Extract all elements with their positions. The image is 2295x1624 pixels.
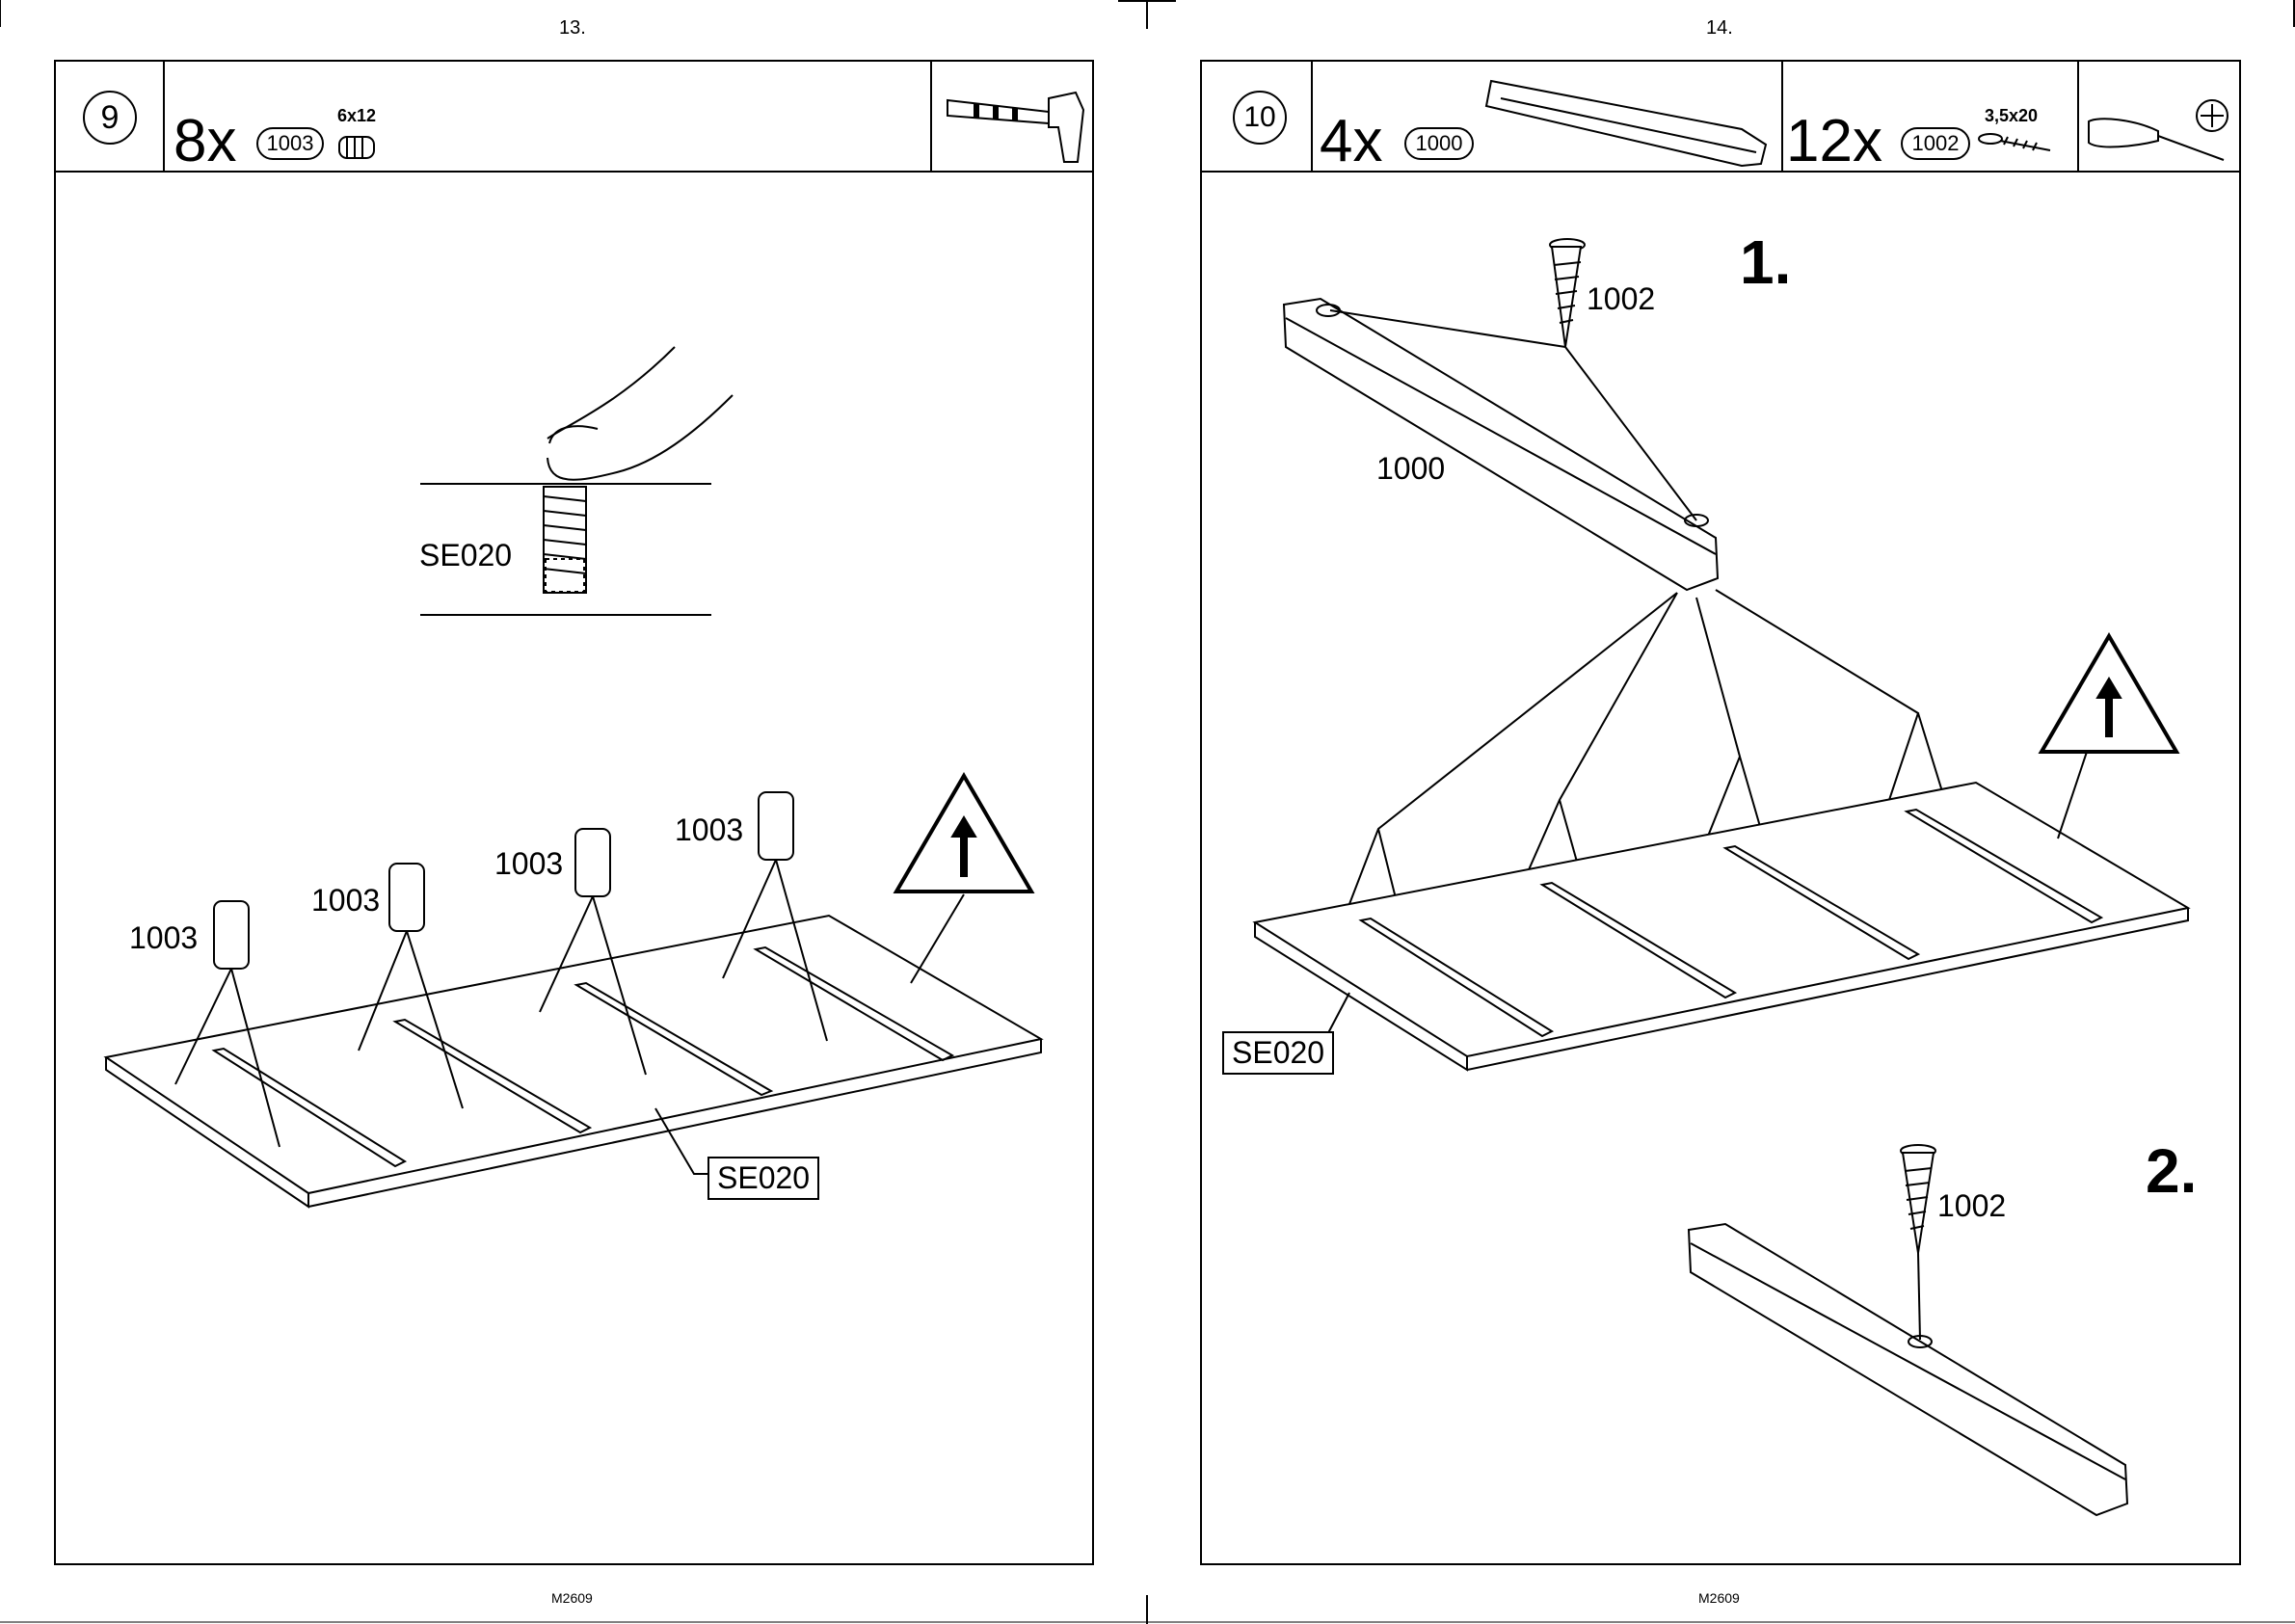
screw-1002-step1 bbox=[1550, 239, 1585, 347]
board-panel-right bbox=[1255, 783, 2188, 1070]
rail-label: 1000 bbox=[1376, 451, 1445, 487]
screw-label-1: 1002 bbox=[1587, 281, 1655, 317]
screw-label-2: 1002 bbox=[1937, 1188, 2006, 1224]
screw-1002-step2 bbox=[1901, 1145, 1935, 1253]
substep-2-label: 2. bbox=[2146, 1135, 2197, 1207]
panel-label: SE020 bbox=[1222, 1031, 1334, 1075]
drawer-rail-1000 bbox=[1284, 299, 1718, 590]
drawer-rail-step2 bbox=[1689, 1224, 2127, 1515]
substep-1-label: 1. bbox=[1740, 226, 1791, 298]
